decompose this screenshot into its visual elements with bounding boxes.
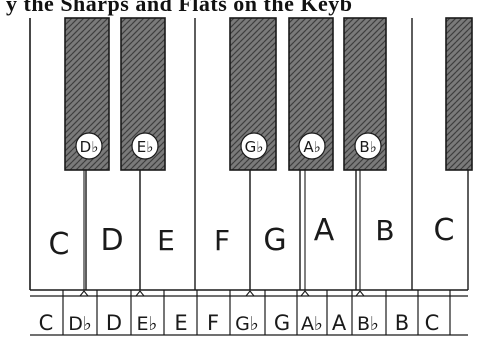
black-key: G♭ bbox=[230, 18, 276, 170]
black-key-body bbox=[446, 18, 472, 170]
white-key-label: E bbox=[157, 224, 175, 257]
black-key bbox=[446, 18, 472, 170]
black-keys: D♭ E♭ G♭ A♭ B♭ bbox=[65, 18, 472, 170]
strip-note: E♭ bbox=[137, 313, 158, 335]
black-key-label: E♭ bbox=[137, 138, 154, 156]
connector-arrow bbox=[136, 291, 144, 296]
white-key-label: C bbox=[434, 213, 455, 248]
black-key: D♭ bbox=[65, 18, 109, 170]
connector-arrow bbox=[301, 291, 309, 296]
strip-cells: C D♭ D E♭ E F G♭ G A♭ A B♭ B C bbox=[39, 311, 440, 335]
connector-arrow bbox=[356, 291, 364, 296]
strip-note: C bbox=[39, 311, 54, 335]
black-key-label: D♭ bbox=[80, 138, 99, 156]
connector-arrow bbox=[80, 291, 88, 296]
black-key-label: B♭ bbox=[359, 138, 376, 156]
white-key-label: D bbox=[100, 223, 123, 258]
black-key-label: G♭ bbox=[245, 138, 264, 156]
strip-note: A bbox=[332, 311, 347, 335]
strip-note: G bbox=[274, 311, 290, 335]
white-key-label: A bbox=[314, 213, 335, 248]
black-key-label: A♭ bbox=[303, 138, 320, 156]
strip-note: D♭ bbox=[68, 313, 92, 335]
white-key-label: C bbox=[49, 227, 70, 262]
white-key-labels: C D E F G A B C bbox=[49, 213, 455, 262]
connector-arrow bbox=[246, 291, 254, 296]
strip-note: D bbox=[106, 311, 122, 335]
black-key: E♭ bbox=[121, 18, 165, 170]
black-key: A♭ bbox=[289, 18, 333, 170]
strip-note: E bbox=[174, 311, 187, 335]
white-key-label: B bbox=[375, 214, 394, 247]
strip-note: G♭ bbox=[235, 313, 259, 335]
strip-note: B bbox=[395, 311, 409, 335]
white-key-label: G bbox=[263, 223, 286, 258]
strip-note: B♭ bbox=[357, 313, 379, 335]
black-key: B♭ bbox=[344, 18, 386, 170]
strip-note: C bbox=[425, 311, 440, 335]
strip-note: A♭ bbox=[301, 313, 323, 335]
white-key-label: F bbox=[214, 224, 230, 257]
note-strip: C D♭ D E♭ E F G♭ G A♭ A B♭ B C bbox=[30, 290, 468, 335]
strip-note: F bbox=[207, 311, 219, 335]
